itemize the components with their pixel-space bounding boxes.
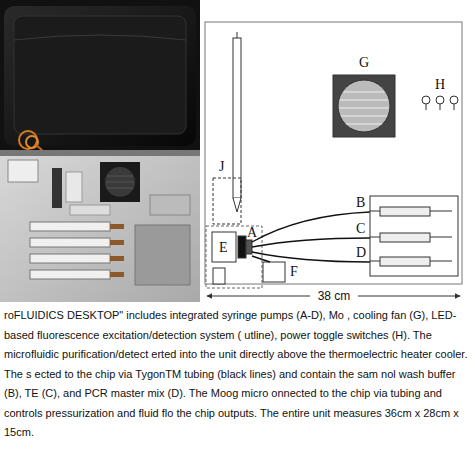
callout-letter: J <box>219 160 224 174</box>
callout-letter: D <box>356 246 366 260</box>
caption-text: roFLUIDICS DESKTOP" includes integrated … <box>4 309 467 438</box>
figure-caption: roFLUIDICS DESKTOP" includes integrated … <box>0 306 474 443</box>
device-photo <box>0 0 200 302</box>
callout-letter: H <box>435 78 445 92</box>
callout-letter: A <box>247 226 257 240</box>
dimension-label: 38 cm <box>315 290 354 302</box>
callout-letter: E <box>219 241 228 255</box>
callout-letter: C <box>356 222 365 236</box>
callout-letter: F <box>290 265 298 279</box>
schematic-drawing <box>205 22 462 296</box>
callout-letter: B <box>356 196 365 210</box>
callout-letter: G <box>359 56 369 70</box>
